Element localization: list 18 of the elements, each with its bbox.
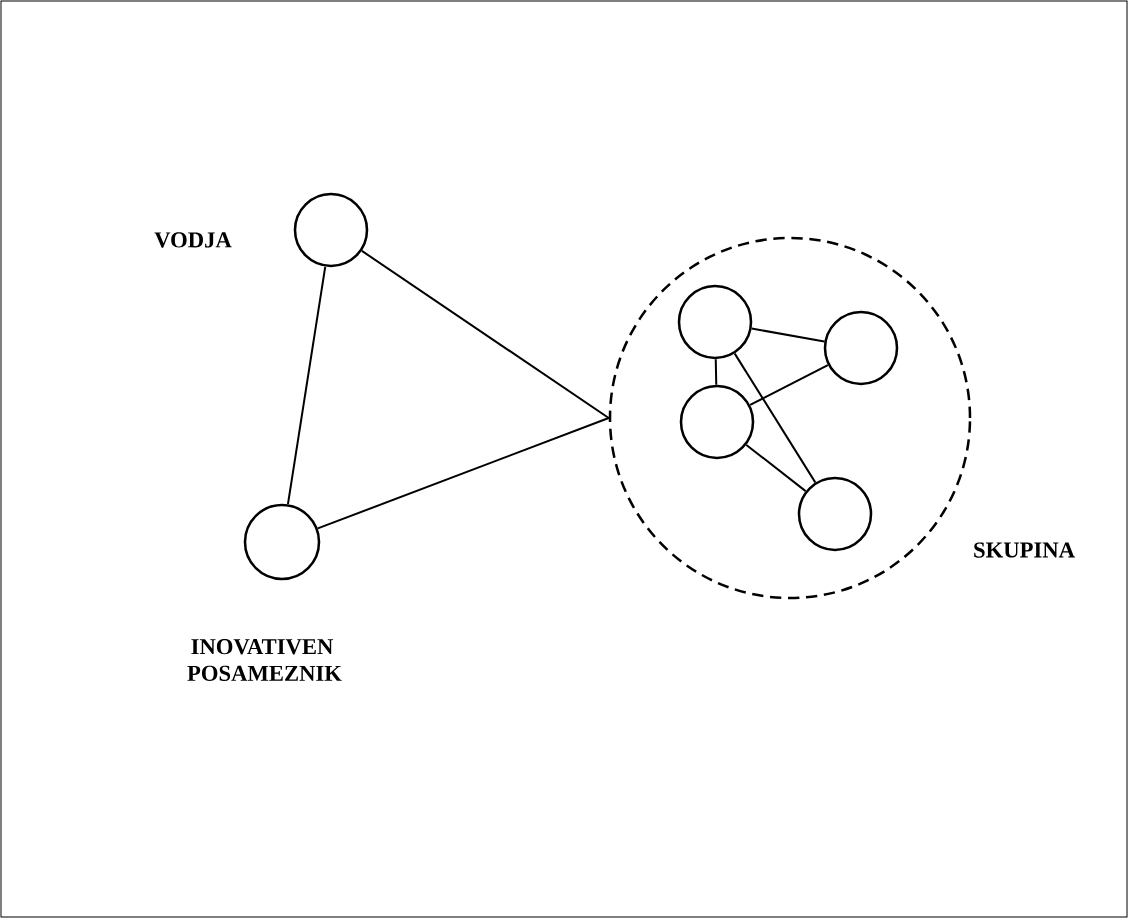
- circle: [293, 192, 369, 268]
- connector-line: [360, 249, 610, 419]
- connector-line: [745, 443, 807, 493]
- group-circle: [608, 236, 972, 600]
- connector-line: [750, 327, 826, 343]
- connector-line: [749, 364, 829, 406]
- node-label: VODJA: [154, 232, 232, 248]
- node-label: SKUPINA: [974, 542, 1075, 558]
- circle: [823, 310, 899, 386]
- connector-line: [316, 417, 610, 530]
- connector-line: [286, 265, 327, 506]
- node-label: INOVATIVEN POSAMEZNIK: [187, 639, 342, 681]
- circle: [677, 284, 753, 360]
- connector-line: [714, 358, 718, 386]
- circle: [243, 503, 321, 581]
- circle: [679, 384, 755, 460]
- circle: [797, 476, 873, 552]
- connector-line: [733, 352, 817, 484]
